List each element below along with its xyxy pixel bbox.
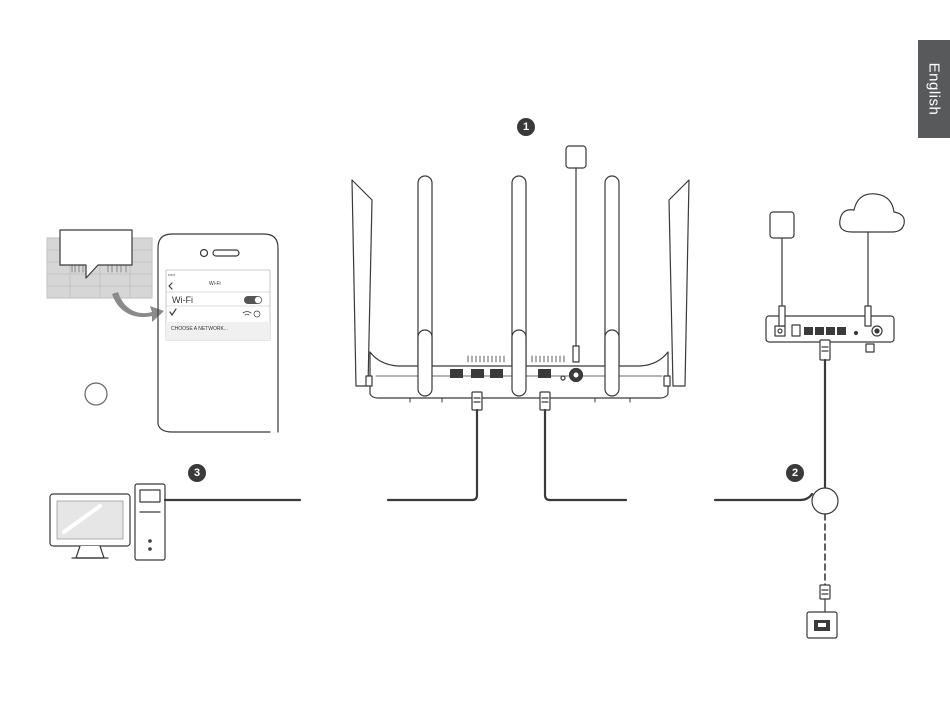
language-tab-label: English xyxy=(926,63,943,116)
cloud-icon xyxy=(840,194,905,232)
step-badge-2: 2 xyxy=(786,464,804,482)
wifi-toggle-label[interactable]: Wi-Fi xyxy=(172,295,193,305)
lan-cable xyxy=(388,392,482,500)
choose-network-header: CHOOSE A NETWORK... xyxy=(171,326,228,332)
power-adapter-icon xyxy=(770,212,794,320)
wan-cable xyxy=(540,392,626,500)
phone-status-bar: ••••• xyxy=(168,272,175,277)
pc-tower-icon xyxy=(135,484,165,560)
power-adapter-icon xyxy=(566,146,586,178)
splitter-icon xyxy=(812,488,838,514)
computer-monitor-icon xyxy=(50,494,130,558)
step-placeholder-circle xyxy=(85,383,107,405)
router-icon xyxy=(352,176,689,402)
wall-jack-icon xyxy=(807,612,837,638)
step-badge-3: 3 xyxy=(188,464,206,482)
modem-cable xyxy=(715,340,830,500)
language-tab[interactable]: English xyxy=(918,40,950,138)
phone-line-plug xyxy=(820,585,830,612)
step-badge-1: 1 xyxy=(517,118,535,136)
smartphone-icon xyxy=(158,234,278,432)
phone-nav-title: Wi-Fi xyxy=(209,281,221,287)
